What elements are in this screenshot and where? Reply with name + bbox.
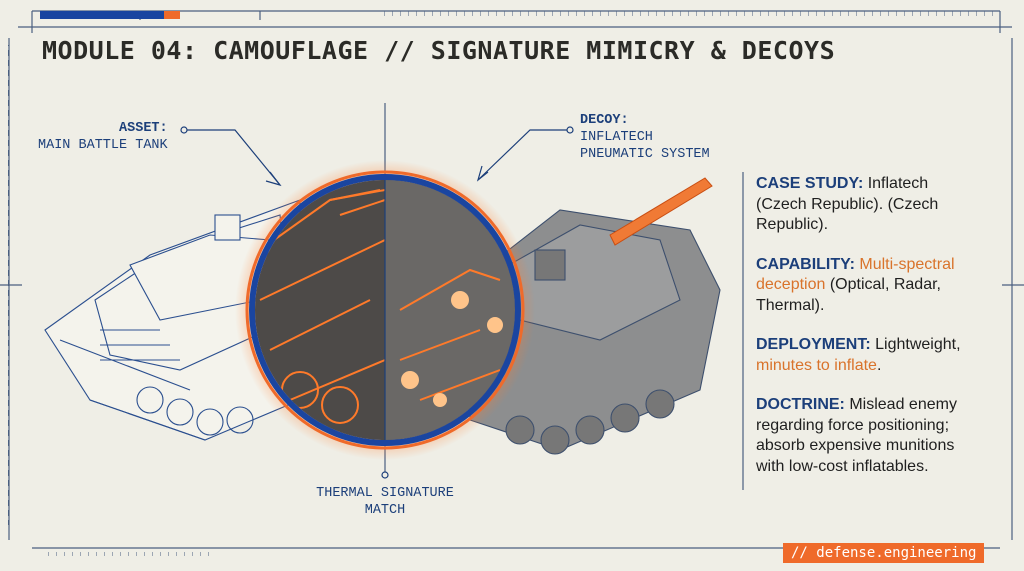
capability-highlight: Multi-spectral deception	[756, 255, 955, 294]
case-study-key: CASE STUDY:	[756, 175, 864, 192]
page-title: MODULE 04: CAMOUFLAGE // SIGNATURE MIMIC…	[42, 36, 836, 65]
deployment-text: Lightweight,	[870, 336, 961, 353]
lens-ring-outer	[245, 170, 525, 450]
thermal-line2: MATCH	[364, 503, 406, 518]
decoy-line1: INFLATECH	[580, 130, 653, 145]
capability-key: CAPABILITY:	[756, 255, 855, 273]
deployment-key: DEPLOYMENT:	[756, 336, 871, 353]
thermal-line1: THERMAL SIGNATURE	[316, 486, 454, 501]
deployment-highlight: minutes to inflate	[756, 356, 877, 374]
deployment: DEPLOYMENT: Lightweight, minutes to infl…	[756, 335, 981, 376]
decoy-line2: PNEUMATIC SYSTEM	[580, 147, 710, 162]
footer-tag: // defense.engineering	[783, 543, 985, 563]
progress-bar-orange	[164, 11, 180, 19]
doctrine-text: Mislead enemy regarding force positionin…	[756, 396, 957, 475]
lens-ring	[249, 174, 521, 446]
thermal-callout: THERMAL SIGNATURE MATCH	[313, 485, 457, 519]
progress-bar-blue	[40, 11, 164, 19]
decoy-callout: DECOY: INFLATECH PNEUMATIC SYSTEM	[580, 112, 710, 163]
deployment-end: .	[876, 356, 882, 374]
decoy-label: DECOY:	[580, 113, 629, 128]
leader-lines	[180, 126, 574, 479]
case-study: CASE STUDY: Inflatech (Czech Republic). …	[756, 174, 981, 236]
decoy-tank-gray	[469, 209, 721, 455]
doctrine-key: DOCTRINE:	[756, 396, 845, 413]
info-panel: CASE STUDY: Inflatech (Czech Republic). …	[756, 174, 981, 496]
case-study-text: Inflatech (Czech Republic). (Czech Repub…	[756, 175, 939, 233]
asset-label: ASSET:	[119, 121, 168, 136]
gun-barrel-hot	[609, 177, 713, 246]
capability-text: (Optical, Radar, Thermal).	[756, 276, 941, 314]
doctrine: DOCTRINE: Mislead enemy regarding force …	[756, 395, 981, 477]
asset-text: MAIN BATTLE TANK	[38, 138, 168, 153]
capability: CAPABILITY: Multi-spectral deception (Op…	[756, 255, 981, 317]
asset-callout: ASSET: MAIN BATTLE TANK	[38, 120, 168, 154]
